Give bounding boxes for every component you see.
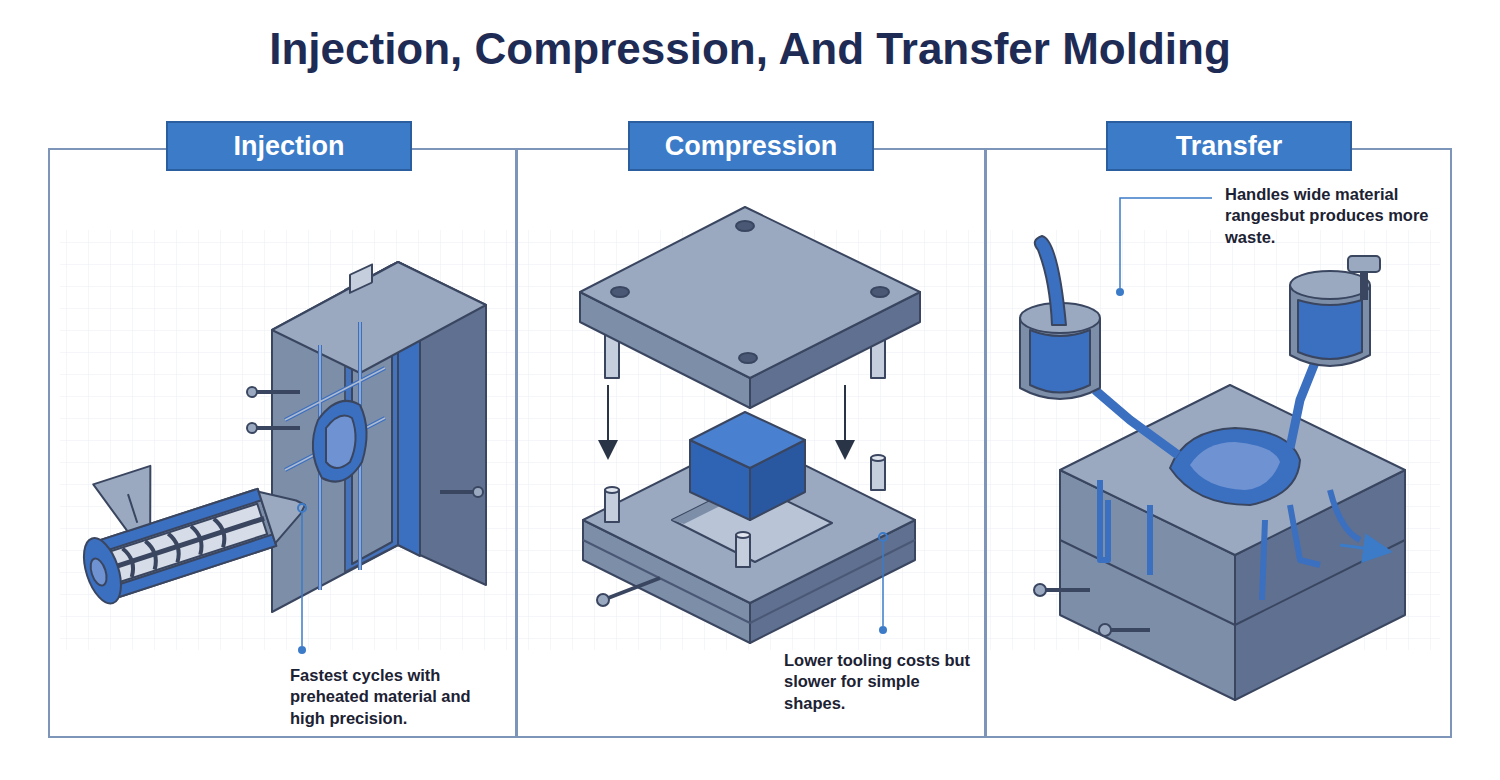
compression-mold-part — [597, 594, 609, 606]
process-panel: InjectionFastest cycles with preheated m… — [48, 148, 517, 738]
callout-note: Handles wide material rangesbut produces… — [1225, 184, 1446, 248]
injection-machine-part — [313, 401, 367, 482]
transfer-mold-part — [1290, 271, 1370, 299]
transfer-mold — [1020, 236, 1405, 700]
compression-mold-part — [871, 287, 889, 297]
compression-leader-part — [879, 533, 887, 541]
compression-mold-part — [580, 207, 920, 378]
transfer-mold-part — [1095, 390, 1178, 455]
compression-mold-part — [871, 458, 885, 490]
callout-note: Fastest cycles with preheated material a… — [290, 665, 505, 729]
injection-machine-part — [285, 322, 385, 590]
injection-barrel — [61, 424, 316, 608]
compression-mold-part — [605, 487, 619, 493]
panel-heading: Compression — [628, 121, 874, 171]
injection-machine — [247, 262, 486, 612]
panel-heading: Injection — [166, 121, 412, 171]
process-panel: TransferHandles wide material rangesbut … — [985, 148, 1452, 738]
injection-barrel-part — [128, 494, 137, 523]
transfer-mold-part — [1040, 588, 1090, 592]
injection-machine-part — [247, 387, 257, 397]
diagram-title: Injection, Compression, And Transfer Mol… — [0, 24, 1500, 74]
injection-barrel-part — [259, 479, 314, 543]
injection-leader-part — [298, 646, 306, 654]
injection-leader-part — [298, 504, 306, 512]
compression-mold-part — [739, 353, 757, 363]
injection-machine-part — [247, 423, 257, 433]
transfer-mold-part — [1030, 330, 1090, 393]
compression-mold-part — [690, 412, 805, 468]
transfer-leader-part — [1120, 198, 1212, 288]
transfer-mold-part — [1170, 428, 1300, 505]
compression-mold-part — [871, 455, 885, 461]
compression-leader — [879, 533, 887, 634]
compression-mold — [580, 207, 920, 643]
injection-machine-part — [350, 265, 372, 293]
injection-leader-part — [301, 513, 303, 646]
injection-barrel-part — [88, 557, 110, 588]
compression-mold-part — [603, 578, 660, 600]
transfer-mold-part — [1035, 236, 1066, 325]
transfer-mold-part — [1099, 624, 1111, 636]
process-panel: CompressionLower tooling costs but slowe… — [516, 148, 986, 738]
transfer-mold-part — [1060, 385, 1405, 555]
panel-heading: Transfer — [1106, 121, 1352, 171]
compression-mold-part — [607, 385, 609, 450]
transfer-mold-part — [1348, 256, 1380, 272]
transfer-leader-part — [1116, 288, 1124, 296]
transfer-mold-part — [1190, 442, 1280, 490]
compression-leader-part — [879, 626, 887, 634]
transfer-mold-part — [1100, 480, 1360, 600]
injection-machine-part — [473, 487, 483, 497]
compression-mold-part — [844, 385, 846, 450]
compression-mold-part — [736, 532, 750, 538]
injection-machine-part — [285, 322, 385, 590]
compression-mold-part — [611, 287, 629, 297]
compression-mold-part — [736, 535, 750, 567]
compression-leader-part — [882, 542, 884, 626]
compression-mold-part — [736, 221, 754, 231]
injection-machine-part — [252, 390, 300, 394]
injection-barrel-part — [93, 466, 167, 537]
transfer-mold-part — [1298, 300, 1362, 359]
callout-note: Lower tooling costs but slower for simpl… — [784, 650, 980, 714]
injection-leader — [298, 504, 306, 654]
injection-machine-part — [252, 426, 300, 430]
injection-machine-part — [326, 416, 356, 468]
transfer-mold-part — [1340, 545, 1378, 550]
compression-mold-part — [605, 490, 619, 522]
transfer-mold-part — [1034, 584, 1046, 596]
transfer-mold-part — [1290, 355, 1318, 448]
injection-machine-part — [272, 262, 486, 373]
injection-barrel-part — [77, 534, 128, 609]
transfer-leader — [1116, 198, 1212, 296]
